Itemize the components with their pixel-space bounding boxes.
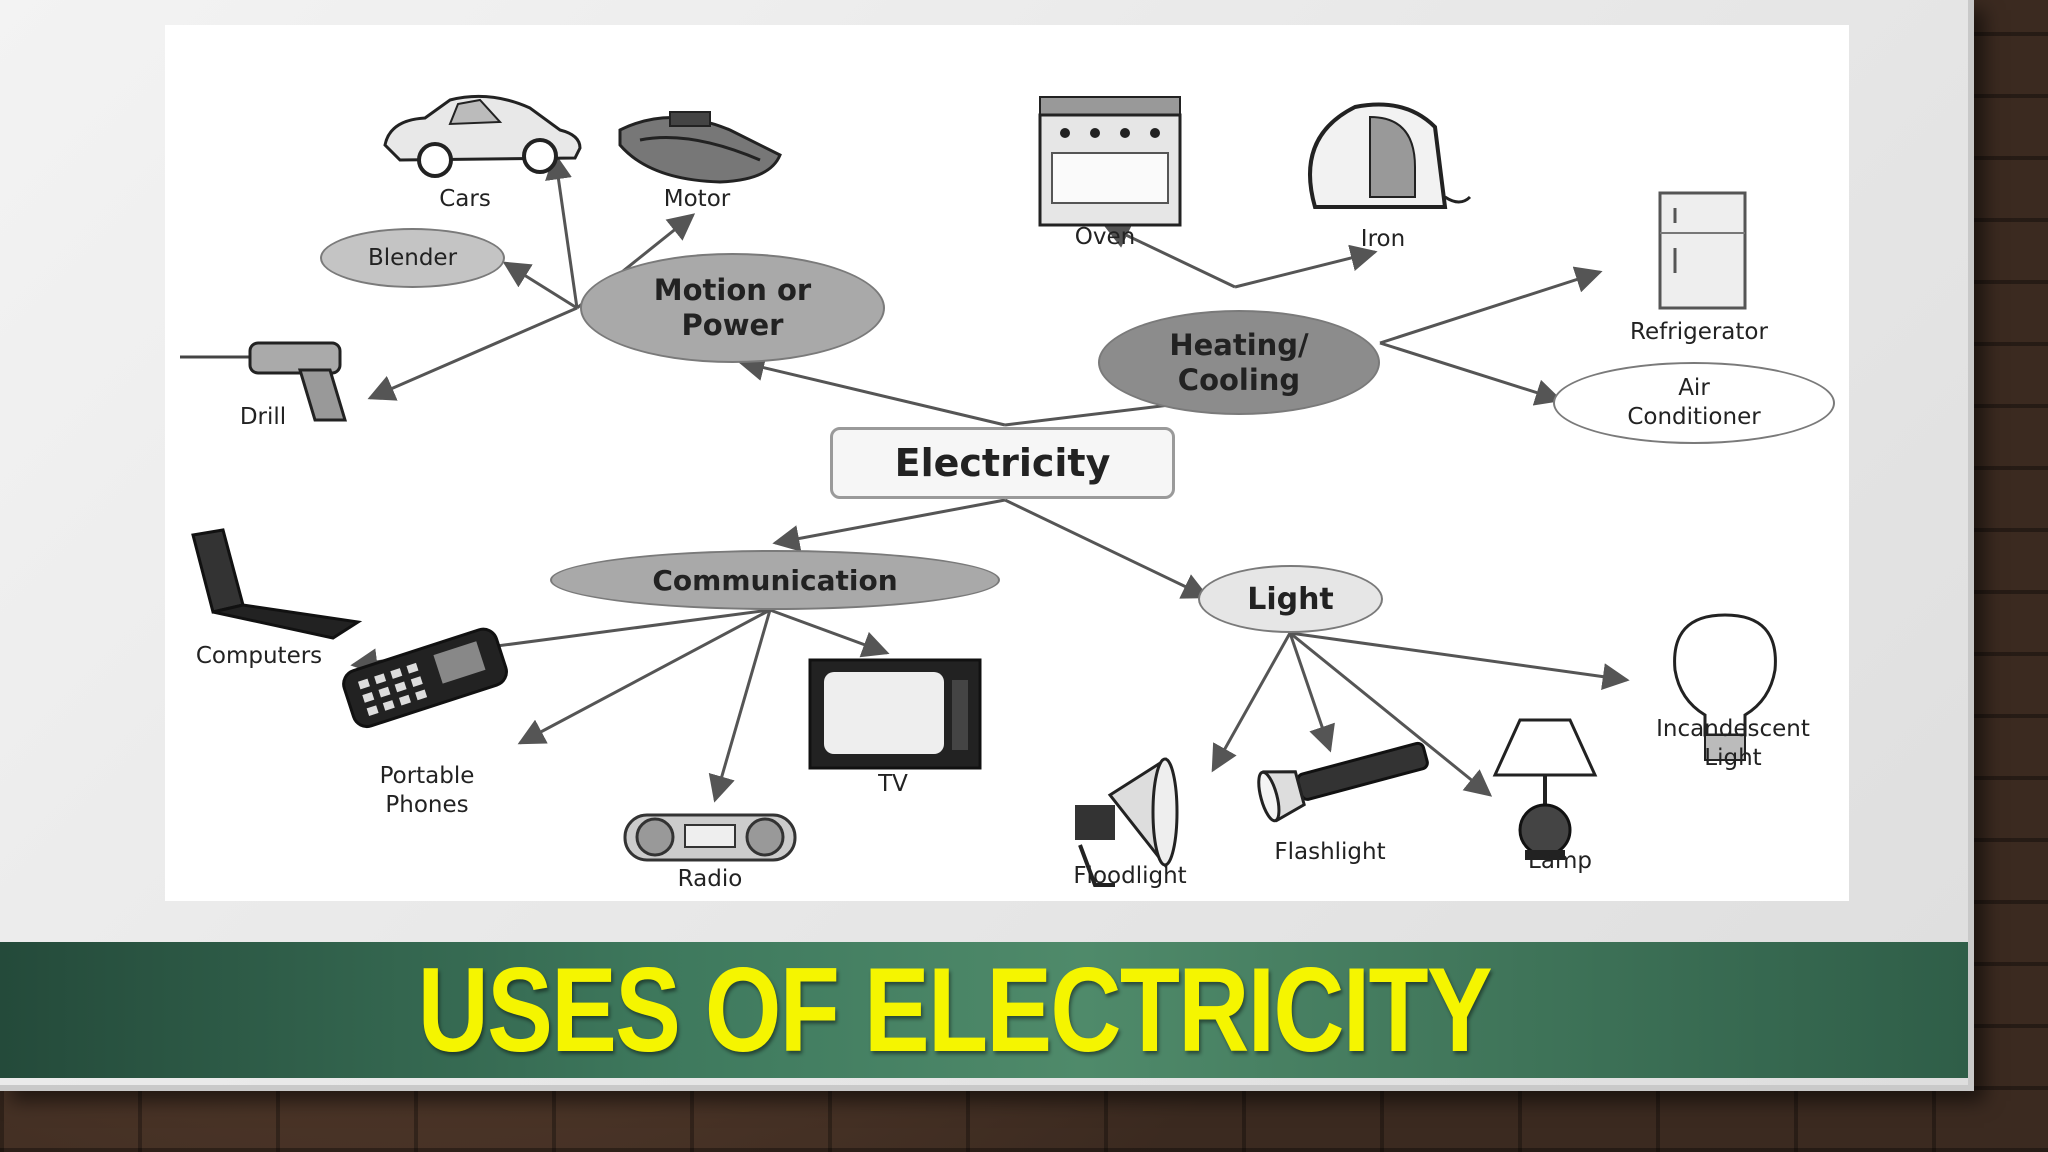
category-light-label: Light	[1247, 581, 1334, 617]
item-drill-label: Drill	[239, 404, 287, 430]
arrow-light-floodlight	[1211, 632, 1292, 773]
arrow-light-incandescent	[1289, 631, 1630, 691]
item-flashlight-label: Flashlight	[1274, 839, 1386, 865]
item-cars-label: Cars	[439, 186, 491, 212]
category-motion-label: Motion or Power	[653, 273, 812, 342]
radio-icon	[623, 813, 797, 862]
item-portable-phones-label: Portable Phones	[379, 763, 475, 818]
portable-phone-icon	[342, 627, 508, 729]
arrow-heating-ac	[1379, 341, 1563, 406]
concept-map-diagram	[180, 94, 1777, 887]
arrow-electricity-communication	[772, 498, 1006, 552]
arrow-light-lamp	[1289, 631, 1493, 797]
car-icon	[383, 94, 582, 178]
refrigerator-icon	[1658, 191, 1747, 310]
arrow-electricity-motion	[737, 354, 1006, 427]
arrow-comm-radio	[708, 609, 772, 803]
item-tv-label: TV	[878, 771, 908, 797]
floodlight-icon	[1075, 757, 1179, 887]
category-motion-or-power: Motion or Power	[580, 253, 885, 363]
motor-boat-icon	[618, 111, 782, 184]
laptop-icon	[191, 528, 363, 640]
arrow-comm-phones	[517, 608, 771, 745]
arrow-motion-blender	[502, 261, 578, 310]
arrow-motion-cars	[545, 152, 579, 309]
category-heating-label: Heating/ Cooling	[1169, 327, 1309, 397]
category-communication: Communication	[550, 550, 1000, 610]
title-band: USES OF ELECTRICITY	[0, 942, 1968, 1078]
arrow-heating-refrigerator	[1379, 266, 1603, 345]
lamp-icon	[1492, 718, 1598, 860]
item-iron-label: Iron	[1360, 226, 1406, 252]
tv-icon	[808, 658, 982, 770]
item-blender-node: Blender	[320, 228, 505, 288]
iron-icon	[1308, 102, 1472, 209]
slide: Electricity Motion or Power Heating/ Coo…	[0, 0, 1974, 1091]
arrow-comm-tv	[769, 608, 890, 658]
item-air-conditioner-node: Air Conditioner	[1553, 362, 1835, 444]
arrow-heating-iron	[1234, 244, 1378, 289]
center-node-label: Electricity	[894, 440, 1111, 485]
arrow-motion-drill	[367, 306, 578, 401]
concept-map-panel: Electricity Motion or Power Heating/ Coo…	[165, 25, 1849, 901]
item-air-conditioner-label: Air Conditioner	[1627, 375, 1761, 430]
arrow-heating-oven	[1102, 223, 1236, 289]
center-node-electricity: Electricity	[830, 427, 1175, 499]
category-light: Light	[1198, 565, 1383, 633]
category-heating-cooling: Heating/ Cooling	[1098, 310, 1380, 415]
item-refrigerator-label: Refrigerator	[1630, 319, 1768, 345]
item-blender-label: Blender	[367, 244, 458, 271]
item-lamp-label: Lamp	[1528, 848, 1592, 874]
item-incandescent-light-label: Incandescent Light	[1656, 716, 1810, 771]
arrow-light-flashlight	[1288, 632, 1335, 753]
flashlight-icon	[1257, 741, 1429, 823]
oven-icon	[1038, 96, 1182, 227]
slide-title: USES OF ELECTRICITY	[417, 943, 1492, 1077]
arrow-electricity-light	[1004, 498, 1210, 599]
category-communication-label: Communication	[652, 563, 898, 597]
item-oven-label: Oven	[1074, 224, 1136, 250]
drill-icon	[180, 341, 348, 422]
item-motor-label: Motor	[663, 186, 731, 212]
item-computers-label: Computers	[195, 643, 323, 669]
item-radio-label: Radio	[677, 866, 743, 892]
incandescent-bulb-icon	[1673, 613, 1777, 761]
item-floodlight-label: Floodlight	[1073, 863, 1187, 889]
